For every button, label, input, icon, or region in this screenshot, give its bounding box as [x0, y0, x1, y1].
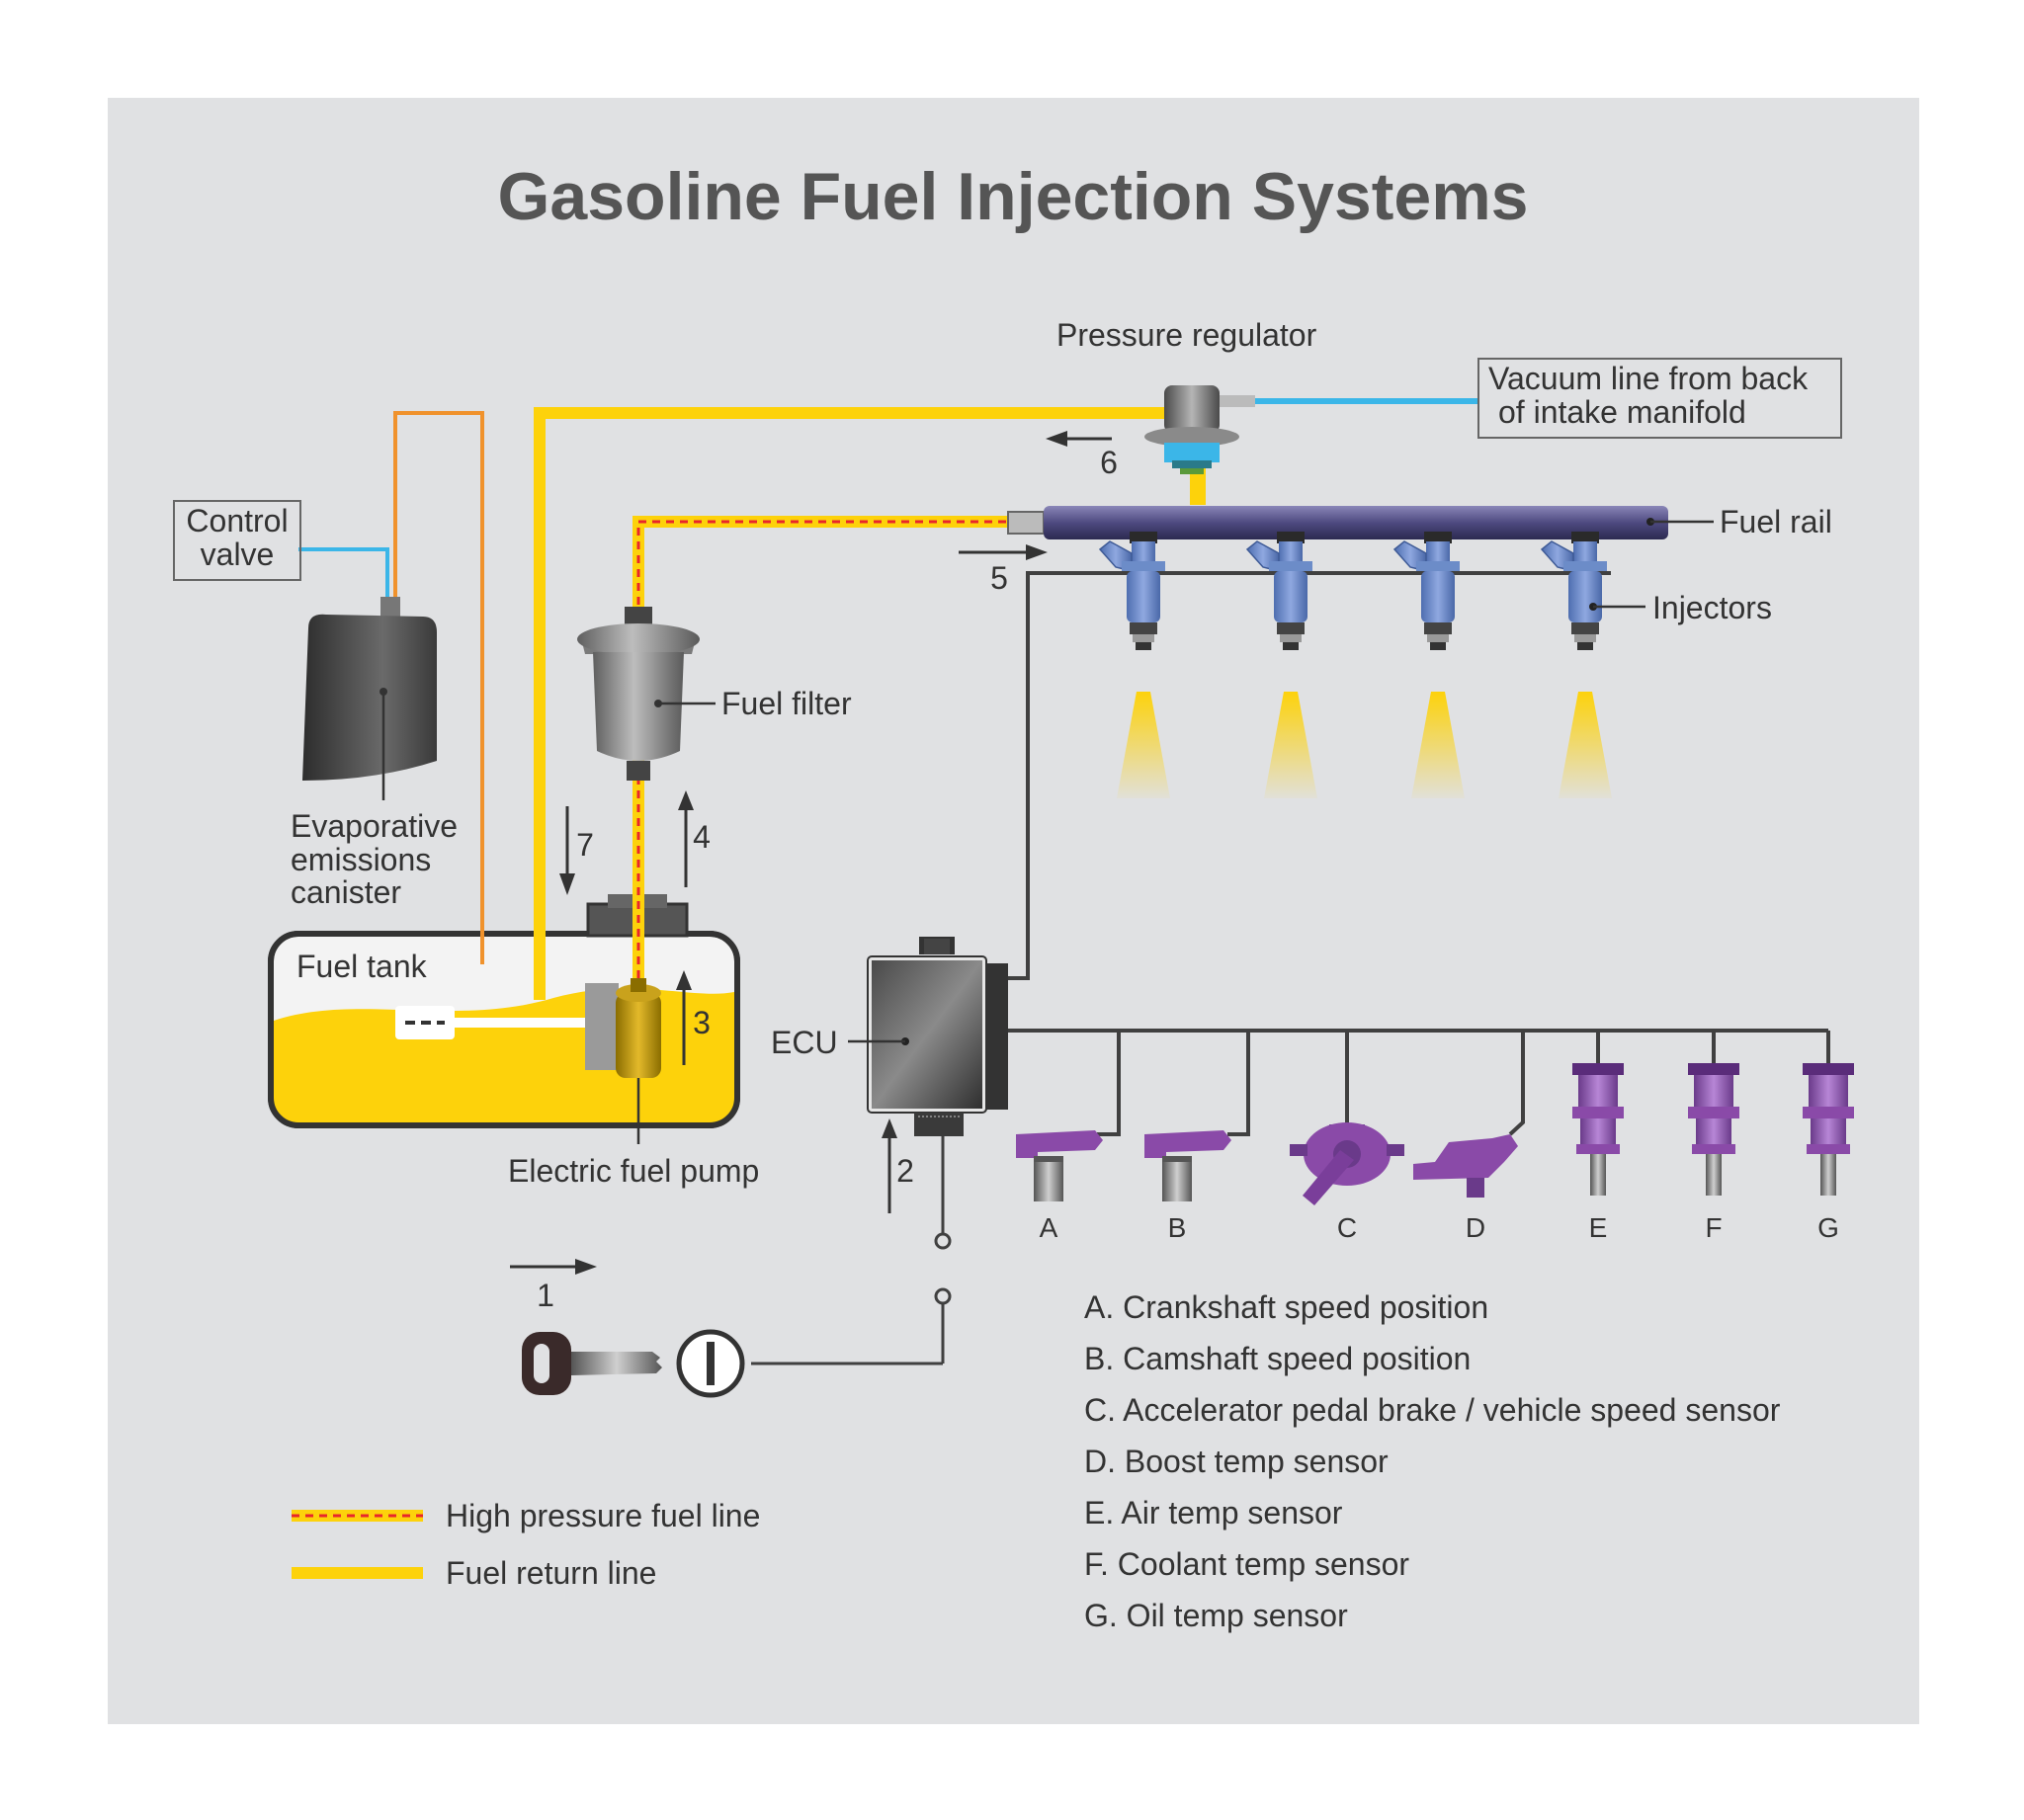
- sensor-bus: [1008, 1029, 1830, 1136]
- evap-line: [393, 411, 484, 964]
- pressure-regulator-label: Pressure regulator: [1056, 317, 1317, 353]
- evaporative-canister: [302, 597, 437, 781]
- sensor-letter-c: C: [1337, 1212, 1357, 1243]
- diagram-panel: [108, 98, 1919, 1724]
- fuel-filter: [577, 607, 700, 781]
- sensor-letter-g: G: [1817, 1212, 1839, 1243]
- fuel-return-line: [534, 407, 1164, 1000]
- sensor-list-item-g: G. Oil temp sensor: [1084, 1598, 1348, 1633]
- step-number-4: 4: [693, 819, 711, 855]
- injectors-label: Injectors: [1652, 590, 1772, 625]
- electric-fuel-pump-label: Electric fuel pump: [508, 1153, 759, 1189]
- fuel-rail: [1007, 506, 1668, 539]
- canister-label-line-3: canister: [291, 874, 401, 910]
- vacuum-line-label-line-1: Vacuum line from back: [1488, 361, 1809, 396]
- control-valve-line: [298, 547, 389, 605]
- legend-high-pressure-label: High pressure fuel line: [446, 1498, 760, 1533]
- control-valve-box: [173, 500, 301, 581]
- sensor-list-item-c: C. Accelerator pedal brake / vehicle spe…: [1084, 1392, 1781, 1428]
- ignition-key-icon: [522, 1332, 662, 1395]
- step-number-5: 5: [990, 560, 1008, 596]
- sensor-letter-d: D: [1466, 1212, 1485, 1243]
- ignition-contact-top: [934, 1232, 952, 1250]
- step-arrows: [510, 431, 1112, 1275]
- sensor-list-item-f: F. Coolant temp sensor: [1084, 1546, 1409, 1582]
- legend-return-line-label: Fuel return line: [446, 1555, 656, 1591]
- canister-label-line-1: Evaporative: [291, 808, 458, 844]
- fuel-spray-2: [1264, 692, 1317, 798]
- fuel-spray-3: [1411, 692, 1465, 798]
- sensor-d: [1413, 1134, 1518, 1198]
- ignition-switch: [676, 1329, 745, 1398]
- ecu: [867, 937, 1008, 1136]
- electric-fuel-pump: [616, 978, 661, 1078]
- ecu-label: ECU: [771, 1025, 838, 1060]
- sensor-letter-a: A: [1040, 1212, 1058, 1243]
- sensor-a: [1016, 1130, 1103, 1201]
- sensor-b: [1144, 1130, 1231, 1201]
- step-number-3: 3: [693, 1005, 711, 1040]
- sensor-letter-b: B: [1168, 1212, 1187, 1243]
- step-number-2: 2: [896, 1153, 914, 1189]
- sensor-list-item-b: B. Camshaft speed position: [1084, 1341, 1471, 1376]
- control-valve-label-line-1: Control: [186, 503, 288, 538]
- injector-wire: [996, 571, 1611, 980]
- legend: High pressure fuel line Fuel return line: [292, 1498, 760, 1591]
- step-number-7: 7: [576, 827, 594, 863]
- step-number-1: 1: [537, 1278, 554, 1313]
- sensor-list-item-d: D. Boost temp sensor: [1084, 1444, 1389, 1479]
- vacuum-line-box: [1477, 358, 1842, 439]
- fuel-rail-label: Fuel rail: [1720, 504, 1832, 539]
- control-valve-label-line-2: valve: [201, 537, 275, 572]
- pressure-regulator: [1144, 385, 1255, 505]
- sensor-letter-f: F: [1705, 1212, 1722, 1243]
- sensor-c: [1290, 1122, 1404, 1205]
- fuel-tank-label: Fuel tank: [296, 949, 428, 984]
- vacuum-line-label-line-2: of intake manifold: [1498, 394, 1746, 430]
- fuel-filter-label: Fuel filter: [721, 686, 852, 721]
- sensor-letter-e: E: [1589, 1212, 1608, 1243]
- ignition-wire: [751, 1136, 945, 1365]
- ignition-contact-bottom: [934, 1287, 952, 1305]
- fuel-spray-4: [1559, 692, 1612, 798]
- sensor-list: A. Crankshaft speed position B. Camshaft…: [1084, 1289, 1781, 1633]
- step-number-6: 6: [1100, 445, 1118, 480]
- fuel-spray-1: [1117, 692, 1170, 798]
- canister-label-line-2: emissions: [291, 842, 431, 877]
- high-pressure-fuel-line: [632, 516, 1013, 978]
- sensor-list-item-a: A. Crankshaft speed position: [1084, 1289, 1488, 1325]
- sensor-list-item-e: E. Air temp sensor: [1084, 1495, 1343, 1530]
- page-title: Gasoline Fuel Injection Systems: [498, 159, 1529, 234]
